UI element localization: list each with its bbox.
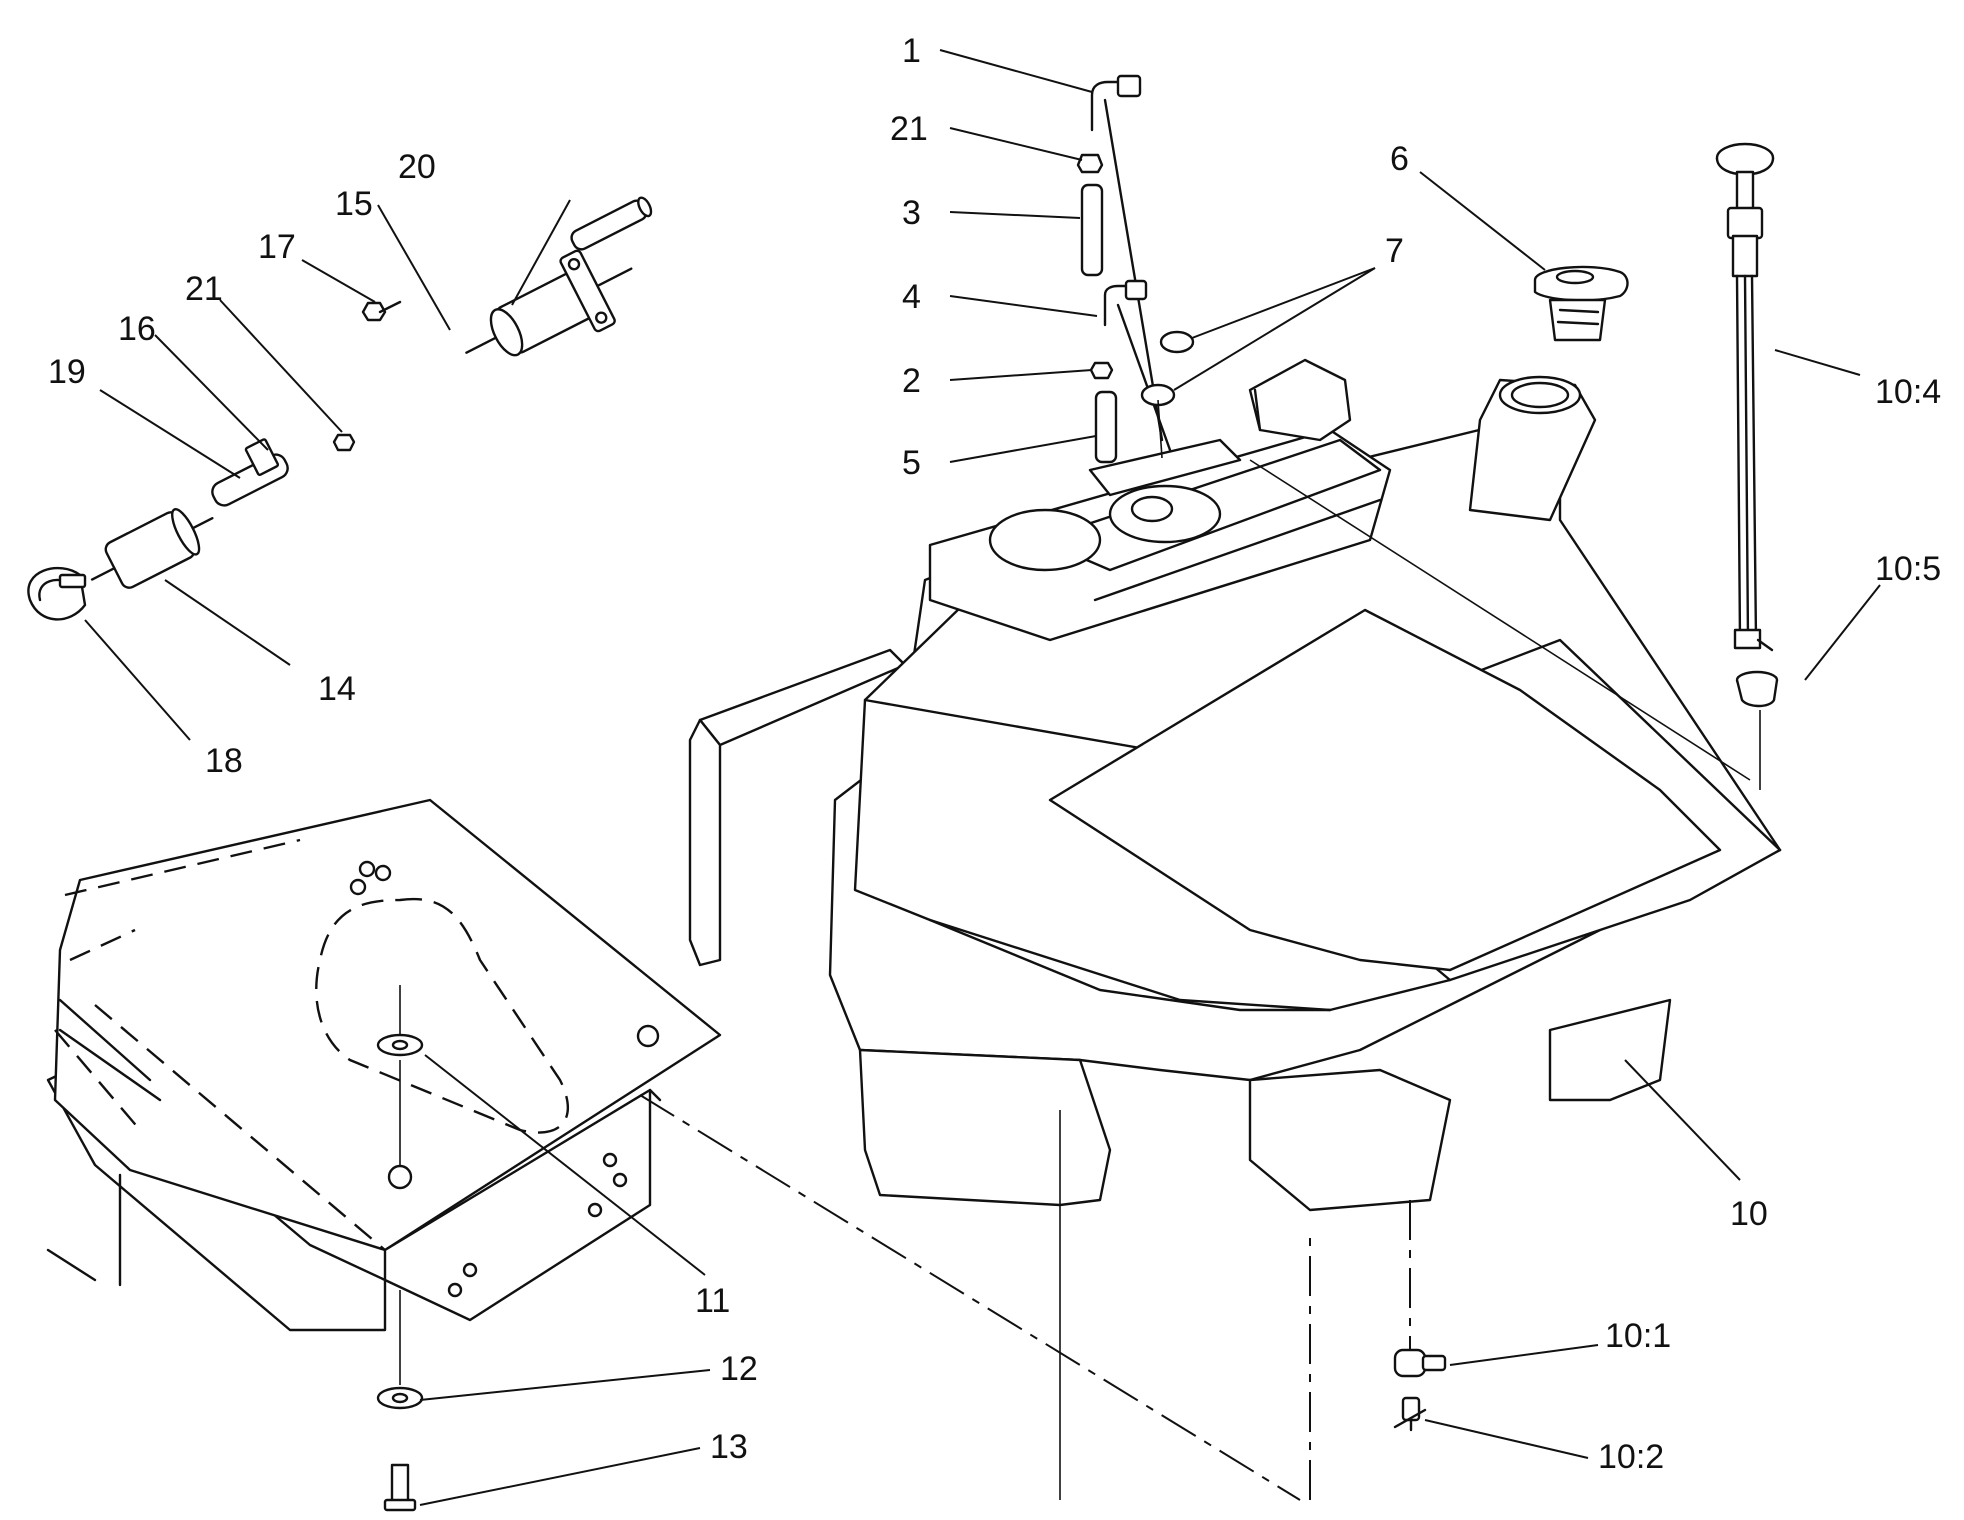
callout-5: 5 — [902, 444, 921, 482]
callout-17: 17 — [258, 228, 296, 266]
frame-plate — [46, 798, 722, 1332]
fuel-cap — [1533, 265, 1629, 342]
filter-assembly — [27, 196, 653, 621]
callout-19: 19 — [48, 353, 86, 391]
callout-12: 12 — [720, 1350, 758, 1388]
callout-10-1: 10:1 — [1605, 1317, 1671, 1355]
callout-labels: 1 21 3 4 2 5 6 7 10:4 10:5 10 10:1 10:2 … — [48, 32, 1941, 1476]
callout-3: 3 — [902, 194, 921, 232]
callout-21: 21 — [185, 270, 223, 308]
mount-hardware — [376, 985, 424, 1512]
callout-10-4: 10:4 — [1875, 373, 1941, 411]
callout-2: 2 — [902, 362, 921, 400]
callout-10-5: 10:5 — [1875, 550, 1941, 588]
callout-20: 20 — [398, 148, 436, 186]
drain-fittings — [1393, 1348, 1447, 1432]
callout-14: 14 — [318, 670, 356, 708]
callout-21: 21 — [890, 110, 928, 148]
callout-1: 1 — [902, 32, 921, 70]
callout-7: 7 — [1385, 232, 1404, 270]
fittings-group — [1076, 74, 1195, 464]
callout-10-2: 10:2 — [1598, 1438, 1664, 1476]
callout-13: 13 — [710, 1428, 748, 1466]
callout-18: 18 — [205, 742, 243, 780]
callout-15: 15 — [335, 185, 373, 223]
leader-lines — [84, 49, 1881, 1506]
callout-6: 6 — [1390, 140, 1409, 178]
fuel-sender — [1715, 142, 1779, 790]
callout-11: 11 — [695, 1282, 730, 1320]
callout-16: 16 — [118, 310, 156, 348]
fuel-tank — [639, 358, 1782, 1501]
callout-4: 4 — [902, 278, 921, 316]
callout-10: 10 — [1730, 1195, 1768, 1233]
